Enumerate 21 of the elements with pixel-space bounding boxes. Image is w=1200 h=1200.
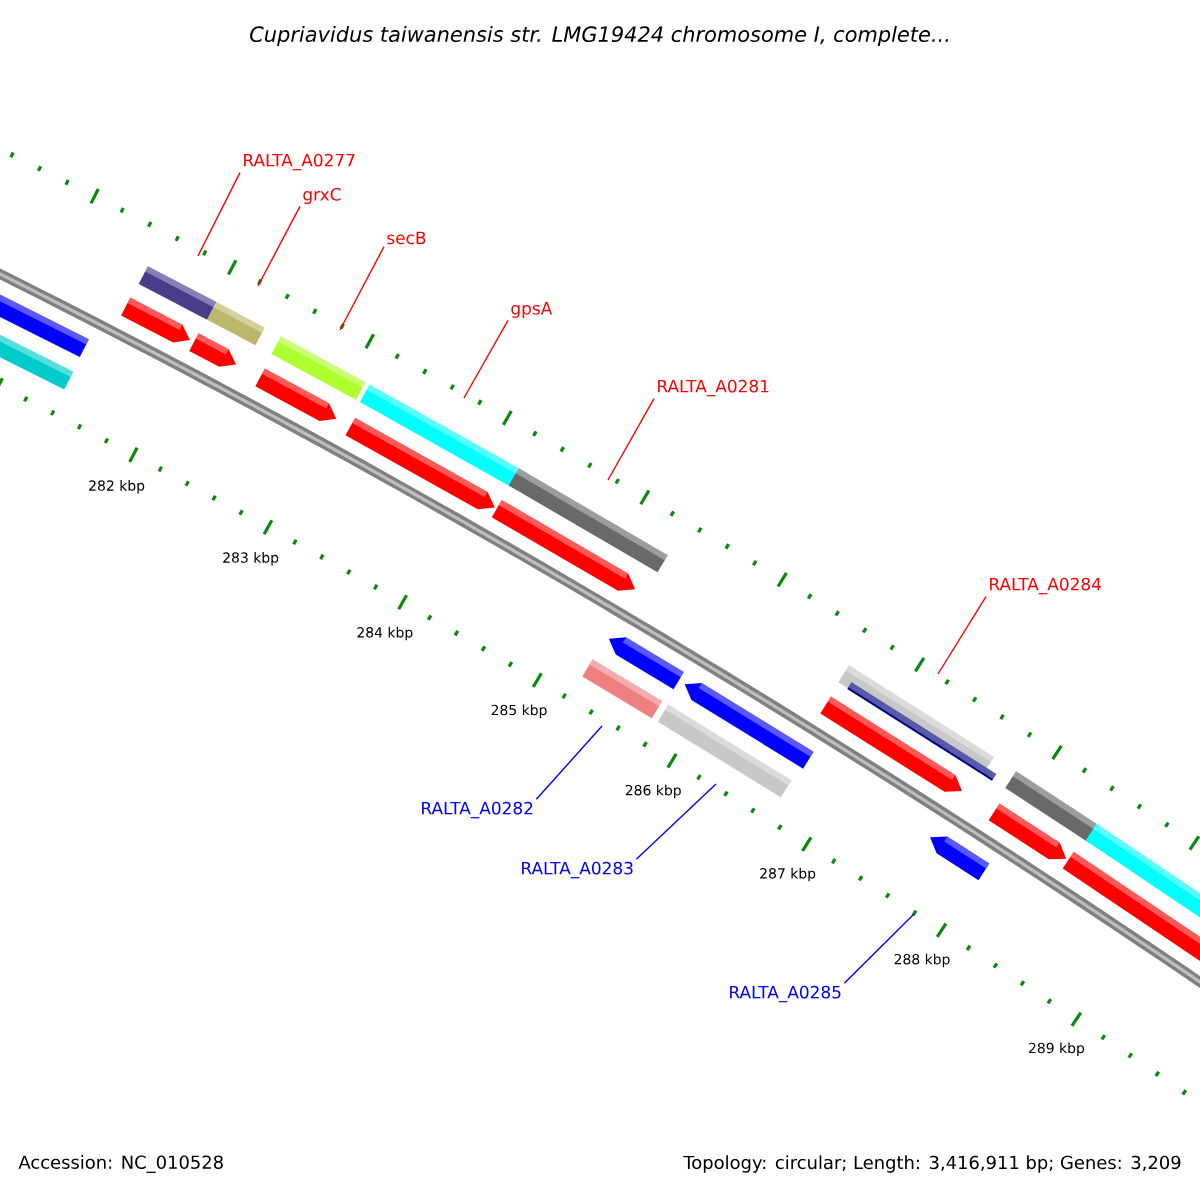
leader-line xyxy=(257,205,301,287)
leader-line xyxy=(535,725,603,801)
gene-label: RALTA_A0277 xyxy=(244,153,355,171)
leader-line xyxy=(339,246,385,331)
leader-line xyxy=(937,595,987,675)
title: Cupriavidus taiwanensis str. LMG19424 chromosome I, complete... xyxy=(250,25,949,47)
gene-label: gpsA xyxy=(511,302,553,318)
gene-label: RALTA_A0281 xyxy=(658,379,769,397)
accession-text: Accession: NC_010528 xyxy=(18,1155,223,1173)
genome-info-text: Topology: circular; Length: 3,416,911 bp; Genes: 3,209 xyxy=(683,1155,1181,1173)
leader-line xyxy=(607,398,655,481)
gene-label: RALTA_A0285 xyxy=(730,985,841,1003)
leader-line xyxy=(463,319,509,399)
leader-line xyxy=(635,783,717,861)
gene-label: RALTA_A0282 xyxy=(422,801,533,819)
gene-label: secB xyxy=(387,231,426,245)
leader-line xyxy=(843,913,915,985)
gene-label: grxC xyxy=(303,187,341,205)
leader-line xyxy=(197,171,241,257)
gene-label: RALTA_A0283 xyxy=(522,861,633,879)
gene-label: RALTA_A0284 xyxy=(990,577,1101,595)
